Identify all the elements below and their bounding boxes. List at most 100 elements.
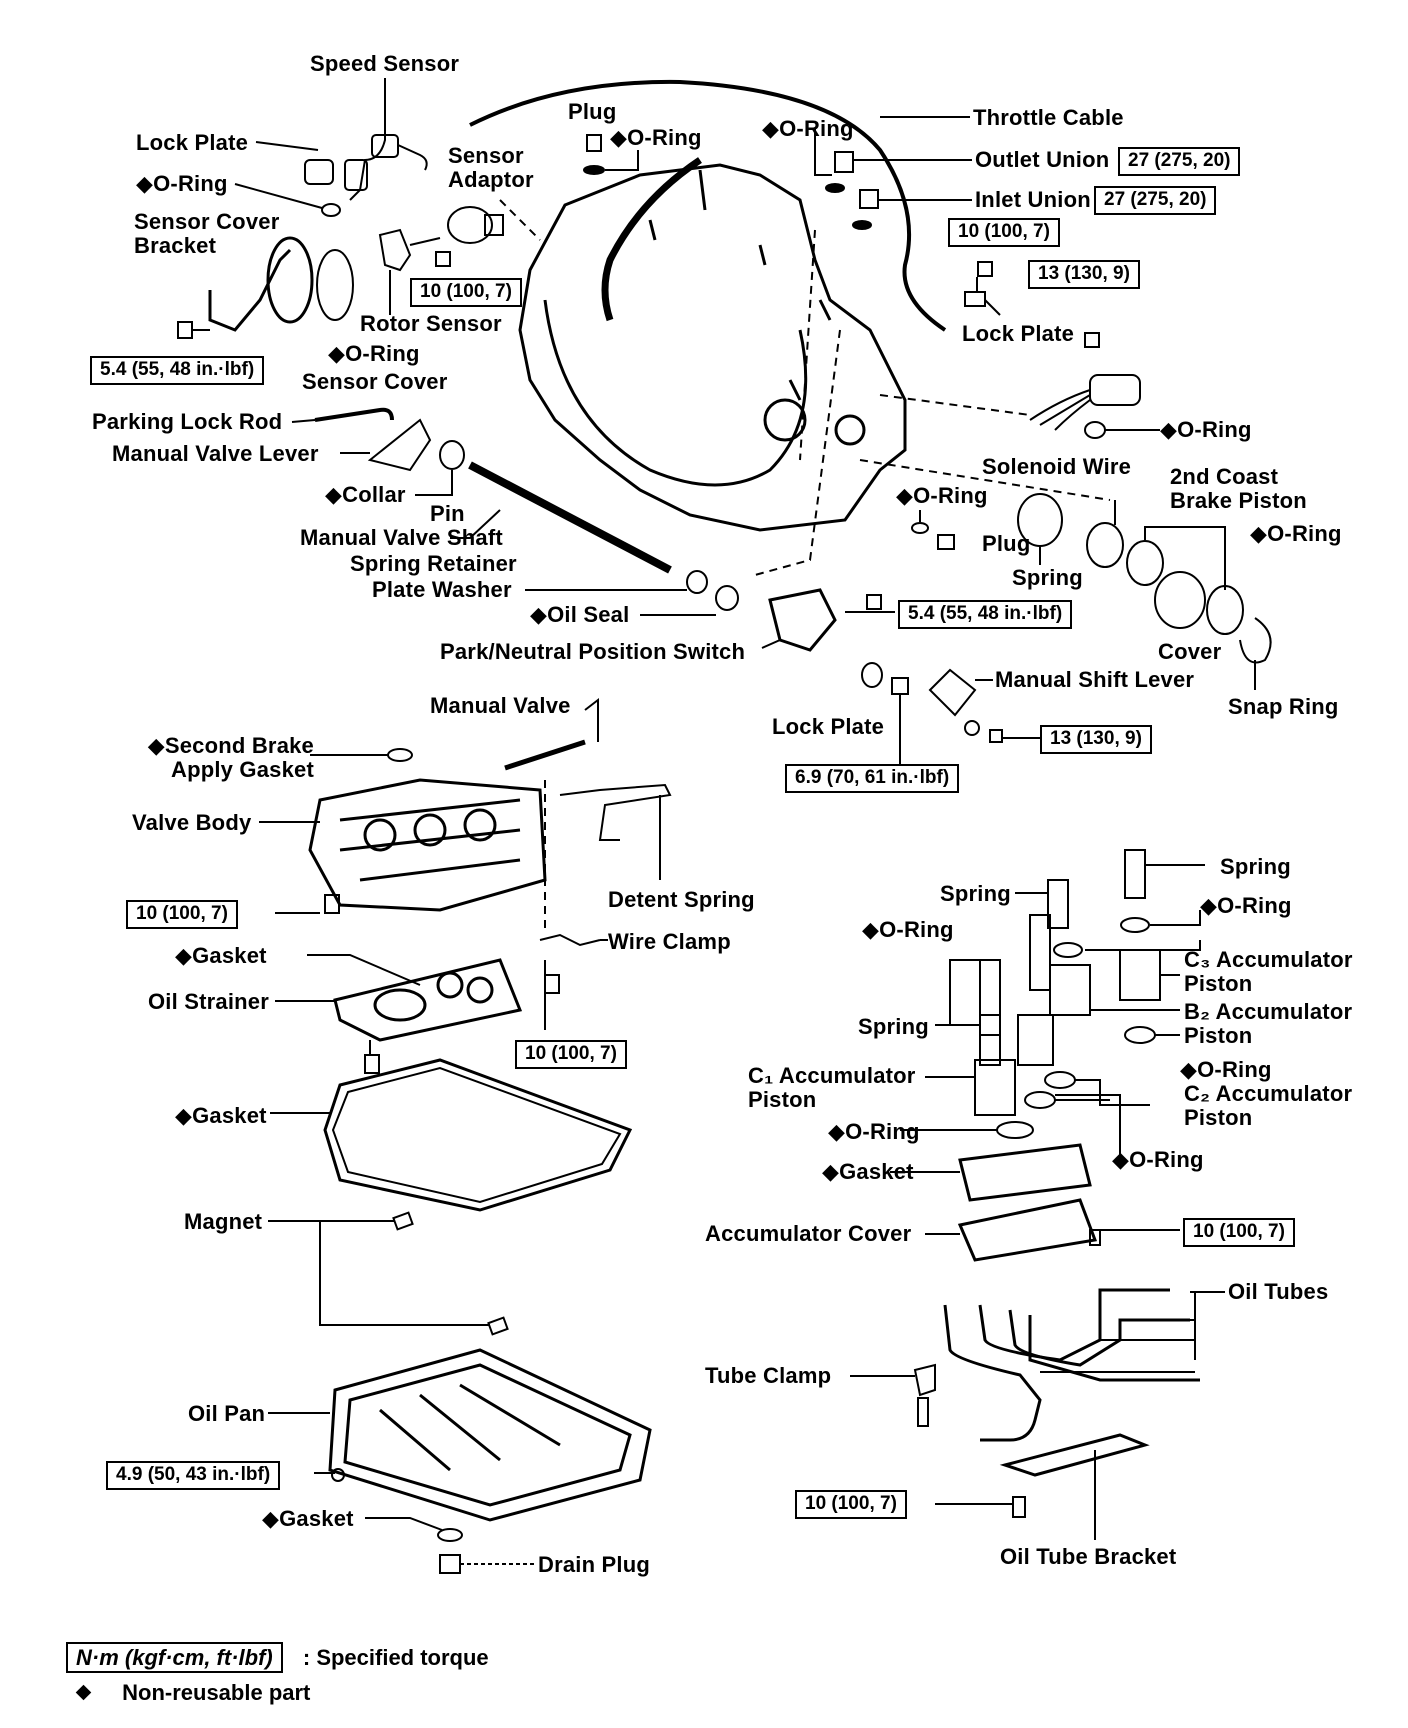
torque-lock-plate-bolt: 10 (100, 7): [948, 218, 1060, 247]
label-lock-plate-top: Lock Plate: [136, 130, 249, 155]
label-c3-accumulator-piston: C₃ Accumulator Piston: [1184, 947, 1353, 997]
torque-sensor-cover-bolt: 5.4 (55, 48 in.·lbf): [90, 356, 265, 385]
label-throttle-cable: Throttle Cable: [973, 105, 1124, 130]
cover-part: [1154, 571, 1206, 629]
valve-body-part: [308, 778, 547, 912]
label-detent-spring: Detent Spring: [608, 887, 755, 912]
manual-valve-lever-part: [367, 418, 432, 472]
sensor-cover-part: [266, 236, 314, 324]
label-spring-retainer: Spring Retainer: [350, 551, 517, 576]
assembly-guide-lines: [499, 199, 1111, 930]
label-gasket-accumulator: ◆Gasket: [822, 1159, 914, 1184]
label-outlet-union: Outlet Union: [975, 147, 1110, 172]
torque-np-switch-bolt: 5.4 (55, 48 in.·lbf): [898, 600, 1073, 629]
label-lock-plate-right: Lock Plate: [962, 321, 1075, 346]
park-neutral-switch-part: [768, 588, 837, 652]
label-magnet: Magnet: [184, 1209, 263, 1234]
torque-solenoid-bolt: 13 (130, 9): [1028, 260, 1140, 289]
inlet-union-part: [859, 189, 879, 209]
label-gasket-strainer: ◆Gasket: [175, 943, 267, 968]
magnet-part: [392, 1211, 414, 1231]
label-sensor-adaptor: Sensor Adaptor: [448, 143, 534, 193]
torque-tube-bracket-bolt: 10 (100, 7): [795, 1490, 907, 1519]
label-o-ring-c2: ◆O-Ring: [1180, 1057, 1272, 1082]
label-solenoid-wire: Solenoid Wire: [982, 454, 1132, 479]
label-valve-body: Valve Body: [132, 810, 252, 835]
oil-strainer-part: [333, 958, 523, 1042]
detent-spring-part: [559, 783, 672, 841]
transmission-case: [518, 163, 907, 532]
label-spring-b2: Spring: [940, 881, 1011, 906]
label-oil-strainer: Oil Strainer: [148, 989, 269, 1014]
solenoid-wire-part: [1029, 374, 1141, 431]
oil-seal-part: [715, 585, 739, 611]
o-ring-left-part: [321, 203, 341, 217]
label-manual-valve-lever: Manual Valve Lever: [112, 441, 319, 466]
label-o-ring-left: ◆O-Ring: [136, 171, 228, 196]
collar-part: [439, 440, 465, 470]
label-sensor-cover-bracket: Sensor Cover Bracket: [134, 209, 280, 259]
label-c1-accumulator-piston: C₁ Accumulator Piston: [748, 1063, 916, 1113]
rotor-sensor-part: [378, 228, 441, 315]
sensor-adaptor-part: [447, 206, 504, 244]
accumulator-assembly-part: [890, 849, 1205, 1262]
label-pin: Pin: [430, 501, 465, 526]
torque-outlet-union: 27 (275, 20): [1118, 147, 1241, 176]
oil-pan-part: [328, 1348, 652, 1522]
label-manual-valve-shaft: Manual Valve Shaft: [300, 525, 503, 550]
label-c2-accumulator-piston: C₂ Accumulator Piston: [1184, 1081, 1353, 1131]
tube-clamp-part: [913, 1363, 936, 1397]
label-second-coast-brake-piston: 2nd Coast Brake Piston: [1170, 464, 1307, 514]
diamond-icon: [75, 1684, 92, 1701]
label-rotor-sensor: Rotor Sensor: [360, 311, 502, 336]
label-inlet-union: Inlet Union: [975, 187, 1091, 212]
oil-pan-gasket-part: [323, 1058, 633, 1212]
label-manual-valve: Manual Valve: [430, 693, 571, 718]
label-drain-plug: Drain Plug: [538, 1552, 651, 1577]
torque-shift-lever-nut: 13 (130, 9): [1040, 725, 1152, 754]
gasket-drain-part: [437, 1528, 463, 1542]
plug-mid-part: [937, 534, 955, 550]
label-oil-tubes: Oil Tubes: [1228, 1279, 1329, 1304]
legend-nonreusable: Non-reusable part: [75, 1680, 310, 1706]
manual-shift-lever-part: [928, 668, 977, 717]
second-coast-brake-piston-part: [1086, 522, 1124, 568]
label-o-ring-sensor-cover: ◆O-Ring: [328, 341, 420, 366]
snap-ring-part: [1239, 617, 1272, 664]
label-plug-top: Plug: [568, 99, 617, 124]
manual-valve-shaft-part: [468, 461, 672, 574]
label-spring-c1: Spring: [858, 1014, 929, 1039]
outlet-union-part: [834, 151, 854, 173]
label-cover: Cover: [1158, 639, 1222, 664]
o-ring-plug-mid-part: [911, 522, 929, 534]
speed-sensor-part: [344, 115, 428, 201]
throttle-cable: [469, 79, 947, 332]
label-o-ring-cover: ◆O-Ring: [1250, 521, 1342, 546]
label-o-ring-c1: ◆O-Ring: [828, 1119, 920, 1144]
legend-torque: N·m (kgf·cm, ft·lbf) : Specified torque: [66, 1642, 489, 1673]
lock-plate-top-part: [304, 159, 334, 185]
label-parking-lock-rod: Parking Lock Rod: [92, 409, 283, 434]
label-speed-sensor: Speed Sensor: [310, 51, 460, 76]
label-wire-clamp: Wire Clamp: [608, 929, 731, 954]
label-lock-plate-lower: Lock Plate: [772, 714, 885, 739]
label-gasket-pan: ◆Gasket: [175, 1103, 267, 1128]
torque-strainer-bolt: 10 (100, 7): [515, 1040, 627, 1069]
label-plug-mid: Plug: [982, 531, 1031, 556]
manual-valve-part: [504, 739, 586, 771]
label-o-ring-top: ◆O-Ring: [610, 125, 702, 150]
torque-accumulator-bolt: 10 (100, 7): [1183, 1218, 1295, 1247]
label-o-ring-b2: ◆O-Ring: [862, 917, 954, 942]
legend-torque-unit: N·m (kgf·cm, ft·lbf): [66, 1642, 283, 1673]
torque-valve-body-bolt: 10 (100, 7): [126, 900, 238, 929]
label-spring-c3: Spring: [1220, 854, 1291, 879]
drain-plug-part: [439, 1554, 461, 1574]
parking-lock-rod-part: [314, 407, 394, 422]
label-spring-mid: Spring: [1012, 565, 1083, 590]
oil-tube-bracket-part: [999, 1433, 1150, 1477]
label-b2-accumulator-piston: B₂ Accumulator Piston: [1184, 999, 1353, 1049]
label-collar: ◆Collar: [325, 482, 406, 507]
label-gasket-drain: ◆Gasket: [262, 1506, 354, 1531]
label-oil-pan: Oil Pan: [188, 1401, 266, 1426]
